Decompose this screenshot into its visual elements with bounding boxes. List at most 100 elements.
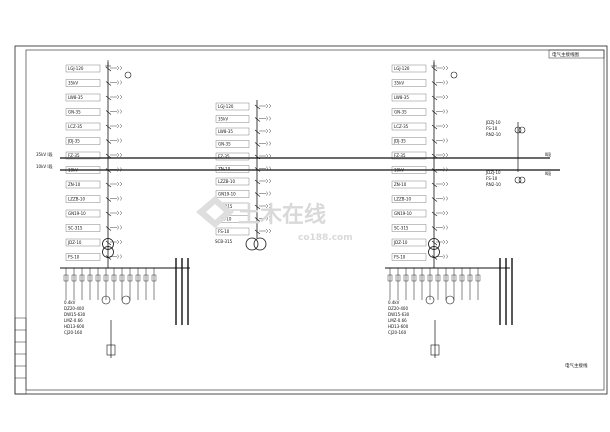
right-bay-label: ZN-10 bbox=[394, 182, 407, 187]
aux-bay-label: FS-10 bbox=[486, 176, 498, 181]
right-bay-label-box bbox=[391, 93, 427, 102]
right-lv-breaker-icon bbox=[395, 274, 401, 282]
center-bay-label-box bbox=[215, 165, 250, 173]
center-bay-ct-mark bbox=[265, 153, 272, 159]
right-bay-label: FZ-35 bbox=[394, 153, 406, 158]
left-bay-ct-mark bbox=[116, 167, 123, 172]
center-bay-label-box bbox=[215, 152, 250, 161]
aux-bay-label: RN2-10 bbox=[486, 182, 501, 187]
right-bay-ct-mark bbox=[442, 254, 449, 259]
left-bay-label: 35kV bbox=[68, 81, 78, 86]
left-bay-ct-mark bbox=[116, 138, 123, 143]
left-lv-label: 0.4kV bbox=[64, 300, 76, 305]
svg-text:土木在线: 土木在线 bbox=[238, 202, 326, 228]
left-lv-motor-icon bbox=[101, 295, 111, 305]
left-bay-label: 10kV bbox=[68, 168, 78, 173]
left-bay-label-box bbox=[65, 122, 101, 131]
right-bay-label: 10kV bbox=[394, 168, 404, 173]
left-bay-switch-mark bbox=[105, 81, 112, 86]
right-bay-label-box bbox=[391, 122, 427, 131]
right-lv-breaker-icon bbox=[403, 274, 409, 282]
right-lv-breaker-icon bbox=[475, 274, 481, 282]
right-lv-breaker-icon bbox=[419, 274, 425, 282]
left-bay-switch-mark bbox=[105, 110, 112, 115]
right-lv-breaker-icon bbox=[435, 274, 441, 282]
center-bay-switch-mark bbox=[254, 167, 261, 172]
center-bay-ct-mark bbox=[265, 203, 272, 209]
left-bay-switch-mark bbox=[105, 211, 112, 217]
right-bay-switch-mark bbox=[431, 182, 438, 188]
right-lv-label: DZ20-400 bbox=[388, 306, 408, 311]
center-bay-ct-mark bbox=[265, 216, 272, 221]
left-lv-breaker-icon bbox=[87, 274, 93, 282]
left-bay-label: JDZ-10 bbox=[67, 240, 82, 245]
right-bay-ct-mark bbox=[442, 167, 449, 172]
transformer-winding-icon bbox=[102, 238, 114, 250]
left-bay-switch-mark bbox=[105, 240, 112, 246]
right-lv-label: HD13-600 bbox=[388, 324, 409, 329]
right-bay-label: FS-10 bbox=[394, 255, 406, 260]
left-lv-label: HD13-600 bbox=[64, 324, 85, 329]
right-lv-breaker-icon bbox=[467, 274, 473, 282]
center-bay-switch-mark bbox=[254, 217, 261, 222]
left-bay-label: ZN-10 bbox=[68, 182, 81, 187]
left-bay-label-box bbox=[65, 253, 101, 261]
center-bay-label: ZN-10 bbox=[218, 167, 231, 172]
left-lv-label: LMZ-0.66 bbox=[64, 318, 83, 323]
aux-bay-label: JDZJ-10 bbox=[485, 120, 501, 125]
left-bay-label-box bbox=[65, 108, 101, 116]
left-lv-breaker-icon bbox=[143, 274, 149, 282]
transformer-winding-icon bbox=[428, 246, 440, 258]
center-bay-switch-mark bbox=[254, 229, 261, 235]
right-bay-switch-mark bbox=[431, 168, 438, 173]
watermark: 土木在线 co188.com bbox=[196, 196, 353, 243]
left-lv-breaker-icon bbox=[63, 274, 69, 282]
transformer-winding-icon bbox=[102, 246, 114, 258]
transformer-symbol-center bbox=[245, 237, 267, 251]
aux-pt-icon bbox=[514, 176, 522, 184]
left-bay-label-box bbox=[65, 166, 101, 174]
right-lv-breaker-icon bbox=[451, 274, 457, 282]
incoming-line-icon bbox=[105, 60, 111, 67]
inner-frame bbox=[25, 49, 605, 391]
right-bay-label-box bbox=[391, 137, 427, 145]
incoming-line-icon bbox=[431, 60, 437, 67]
aux-pt-icon bbox=[518, 126, 526, 134]
left-lv-breaker-icon bbox=[103, 274, 109, 282]
left-bay-switch-mark bbox=[105, 197, 112, 202]
left-lv-breaker-icon bbox=[151, 274, 157, 282]
center-bay-switch-mark bbox=[254, 204, 261, 210]
right-bay-label-box bbox=[391, 166, 427, 174]
center-bay-label-box bbox=[215, 102, 250, 111]
right-lv-label: 0.4kV bbox=[388, 300, 400, 305]
incoming-column-right: LGJ-12035kVLW8-35GN-35LCZ-35JDJ-35FZ-351… bbox=[391, 60, 458, 268]
center-bay-ct-mark bbox=[265, 128, 272, 134]
left-lv-motor-icon bbox=[121, 295, 131, 305]
bus-label-35kv: 35kV Ⅰ段 bbox=[36, 151, 53, 157]
aux-bay-label: FS-10 bbox=[486, 126, 498, 131]
right-lv-breaker-icon bbox=[427, 274, 433, 282]
feeder-group-left: 0.4kVDZ20-400DW15-630LMZ-0.66HD13-600CJ2… bbox=[63, 258, 189, 358]
center-bay-switch-mark bbox=[254, 192, 261, 197]
left-lv-breaker-icon bbox=[119, 274, 125, 282]
left-lv-breaker-icon bbox=[95, 274, 101, 282]
right-bay-ct-mark bbox=[442, 210, 449, 216]
right-bay-label-box bbox=[391, 151, 427, 160]
right-bay-label: 35kV bbox=[394, 81, 404, 86]
center-bay-label-box bbox=[215, 115, 250, 123]
right-bay-ct-mark bbox=[442, 239, 449, 245]
right-bay-switch-mark bbox=[431, 240, 438, 246]
left-bay-switch-mark bbox=[105, 66, 112, 72]
right-bay-switch-mark bbox=[431, 139, 438, 144]
left-bay-ct-mark bbox=[116, 123, 123, 129]
left-bay-label: FS-10 bbox=[68, 255, 80, 260]
left-lv-label: DZ20-400 bbox=[64, 306, 84, 311]
transformer-winding-icon bbox=[428, 238, 440, 250]
left-bay-label-box bbox=[65, 209, 101, 218]
right-bay-ct-mark bbox=[442, 181, 449, 187]
right-bay-label-box bbox=[391, 238, 427, 247]
right-bay-label-box bbox=[391, 79, 427, 87]
left-bay-ct-mark bbox=[116, 109, 123, 114]
outer-frame bbox=[14, 45, 608, 395]
left-bay-switch-mark bbox=[105, 226, 112, 231]
